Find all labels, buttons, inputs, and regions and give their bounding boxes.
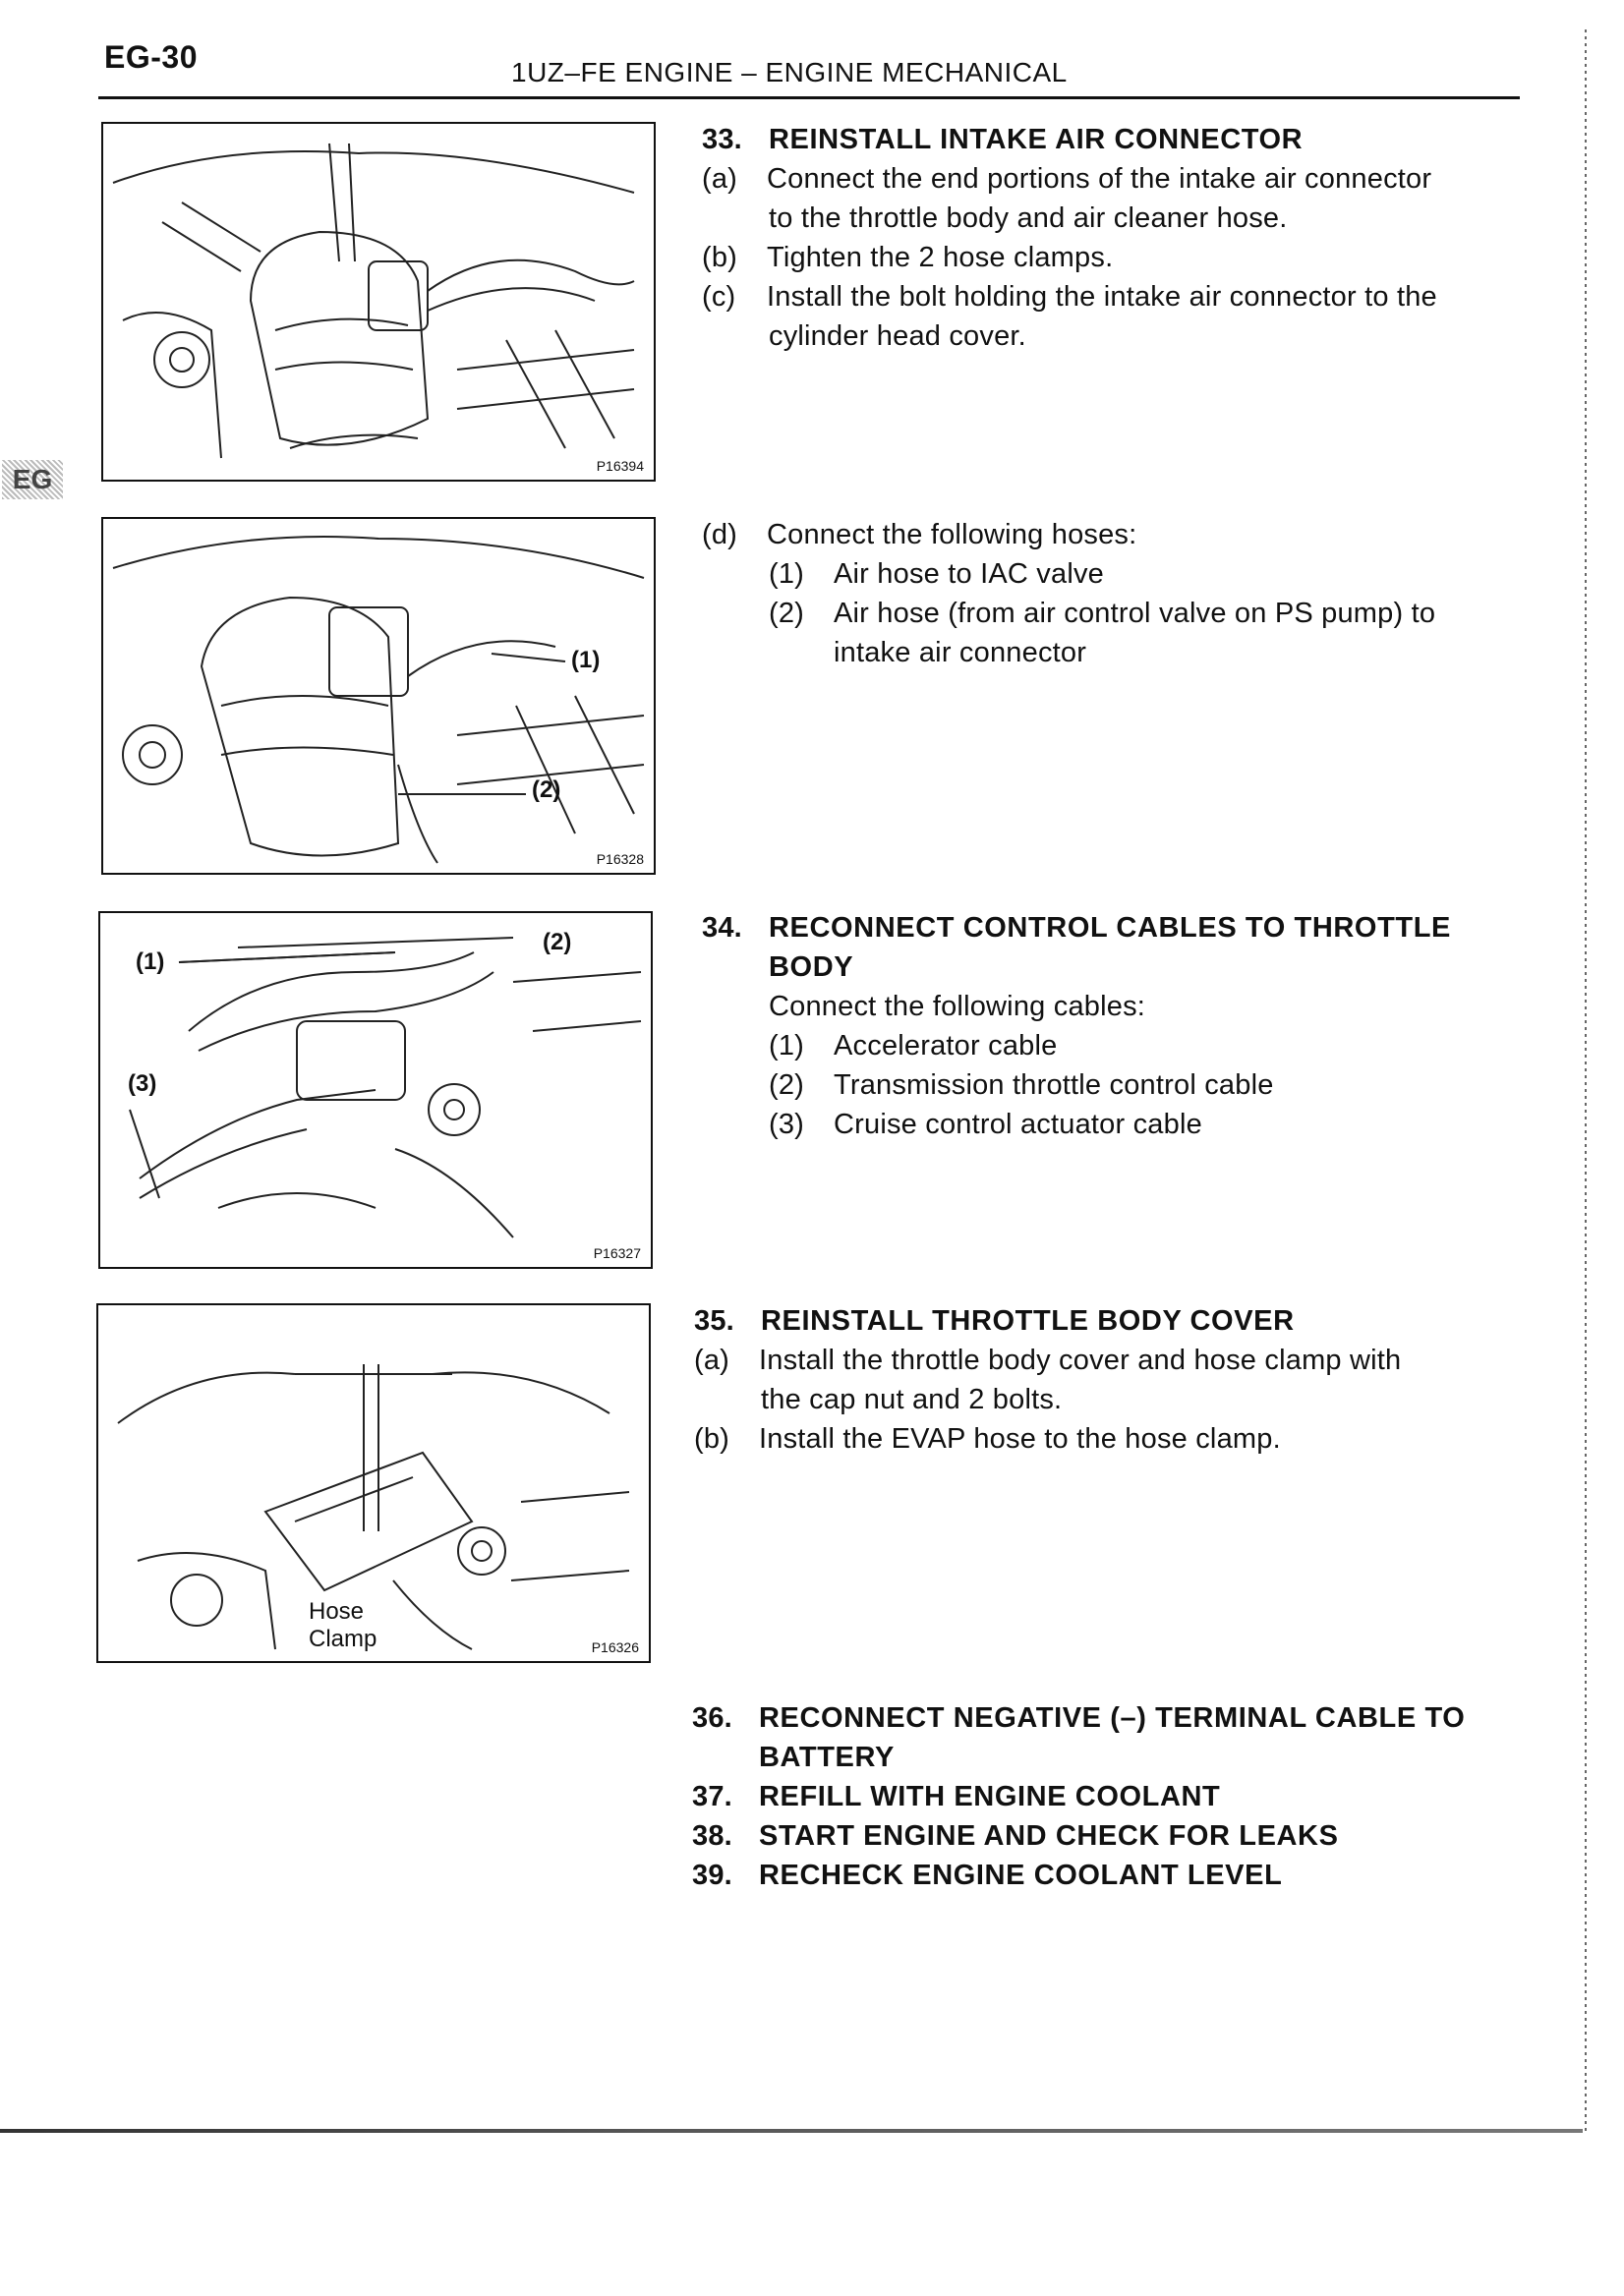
step-heading-cont: BODY: [769, 951, 854, 983]
step-number: 33.: [702, 124, 742, 155]
footer-rule: [0, 2129, 1583, 2133]
figure-control-cables: (1) (2) (3) P16327: [98, 911, 653, 1269]
figure-id: P16328: [596, 851, 644, 867]
step-heading: RECHECK ENGINE COOLANT LEVEL: [759, 1860, 1283, 1891]
figure-throttle-body-cover: Hose Clamp P16326: [96, 1303, 651, 1663]
item-text: Connect the end portions of the intake a…: [767, 163, 1432, 195]
callout-clamp: Clamp: [309, 1626, 377, 1652]
item-text: Install the EVAP hose to the hose clamp.: [759, 1423, 1281, 1455]
hose-tag: (1): [769, 558, 805, 590]
step-number: 35.: [694, 1305, 734, 1337]
cable-text: Transmission throttle control cable: [834, 1069, 1274, 1101]
step-35: 35. REINSTALL THROTTLE BODY COVER (a) Inst…: [694, 1301, 1539, 1459]
callout-2: (2): [543, 929, 572, 955]
engine-illustration: [129, 937, 642, 1238]
item-tag: (c): [702, 281, 736, 313]
page-number: EG-30: [104, 39, 198, 75]
item-text: to the throttle body and air cleaner hos…: [769, 202, 1288, 234]
item-tag: (a): [694, 1345, 730, 1376]
item-tag: (a): [702, 163, 738, 195]
cable-tag: (3): [769, 1109, 805, 1140]
callout-2: (2): [532, 776, 561, 803]
callout-hose: Hose: [309, 1598, 365, 1625]
right-margin-rule: [1585, 29, 1587, 2133]
step-number: 36.: [692, 1702, 732, 1734]
step-number: 38.: [692, 1820, 732, 1852]
hose-text: Air hose (from air control valve on PS p…: [834, 598, 1436, 629]
hose-text: intake air connector: [834, 637, 1087, 668]
callout-3: (3): [128, 1070, 157, 1097]
step-number: 34.: [702, 912, 742, 944]
step-34: 34.RECONNECT CONTROL CABLES TO THROTTLE …: [702, 908, 1537, 1144]
step-heading-cont: BATTERY: [759, 1742, 895, 1773]
engine-illustration: [112, 143, 635, 459]
item-text: Tighten the 2 hose clamps.: [767, 242, 1114, 273]
engine-illustration: [117, 1364, 630, 1650]
item-text: the cap nut and 2 bolts.: [761, 1384, 1063, 1415]
item-text: Install the throttle body cover and hose…: [759, 1345, 1402, 1376]
step-33-d: (d) Connect the following hoses: (1) Air h…: [702, 515, 1537, 672]
figure-id: P16326: [591, 1639, 639, 1655]
item-tag: (d): [702, 519, 738, 550]
step-number: 39.: [692, 1860, 732, 1891]
step-intro: Connect the following cables:: [769, 991, 1146, 1022]
figure-intake-air-connector: P16394: [101, 122, 656, 482]
step-33: 33. REINSTALL INTAKE AIR CONNECTOR (a) Con…: [702, 120, 1537, 356]
cable-text: Accelerator cable: [834, 1030, 1058, 1062]
header-rule: [98, 96, 1520, 99]
item-text: cylinder head cover.: [769, 320, 1026, 352]
section-tab: EG: [2, 460, 63, 499]
hose-tag: (2): [769, 598, 805, 629]
step-heading: RECONNECT CONTROL CABLES TO THROTTLE: [769, 912, 1451, 944]
figure-id: P16327: [593, 1245, 641, 1261]
step-heading: RECONNECT NEGATIVE (–) TERMINAL CABLE TO: [759, 1702, 1466, 1734]
cable-tag: (1): [769, 1030, 805, 1062]
engine-illustration: [112, 536, 645, 864]
step-heading: START ENGINE AND CHECK FOR LEAKS: [759, 1820, 1339, 1852]
step-heading: REINSTALL INTAKE AIR CONNECTOR: [769, 124, 1304, 155]
step-heading: REFILL WITH ENGINE COOLANT: [759, 1781, 1221, 1812]
callout-1: (1): [136, 948, 165, 975]
step-heading: REINSTALL THROTTLE BODY COVER: [761, 1305, 1295, 1337]
step-number: 37.: [692, 1781, 732, 1812]
page-title: 1UZ–FE ENGINE – ENGINE MECHANICAL: [511, 57, 1068, 87]
item-text: Connect the following hoses:: [767, 519, 1137, 550]
final-steps: 36. RECONNECT NEGATIVE (–) TERMINAL CABLE…: [692, 1698, 1537, 1895]
hose-text: Air hose to IAC valve: [834, 558, 1104, 590]
figure-id: P16394: [596, 458, 644, 474]
item-tag: (b): [702, 242, 738, 273]
item-text: Install the bolt holding the intake air …: [767, 281, 1437, 313]
callout-1: (1): [571, 647, 601, 673]
figure-air-hoses: (1) (2) P16328: [101, 517, 656, 875]
item-tag: (b): [694, 1423, 730, 1455]
cable-tag: (2): [769, 1069, 805, 1101]
cable-text: Cruise control actuator cable: [834, 1109, 1202, 1140]
